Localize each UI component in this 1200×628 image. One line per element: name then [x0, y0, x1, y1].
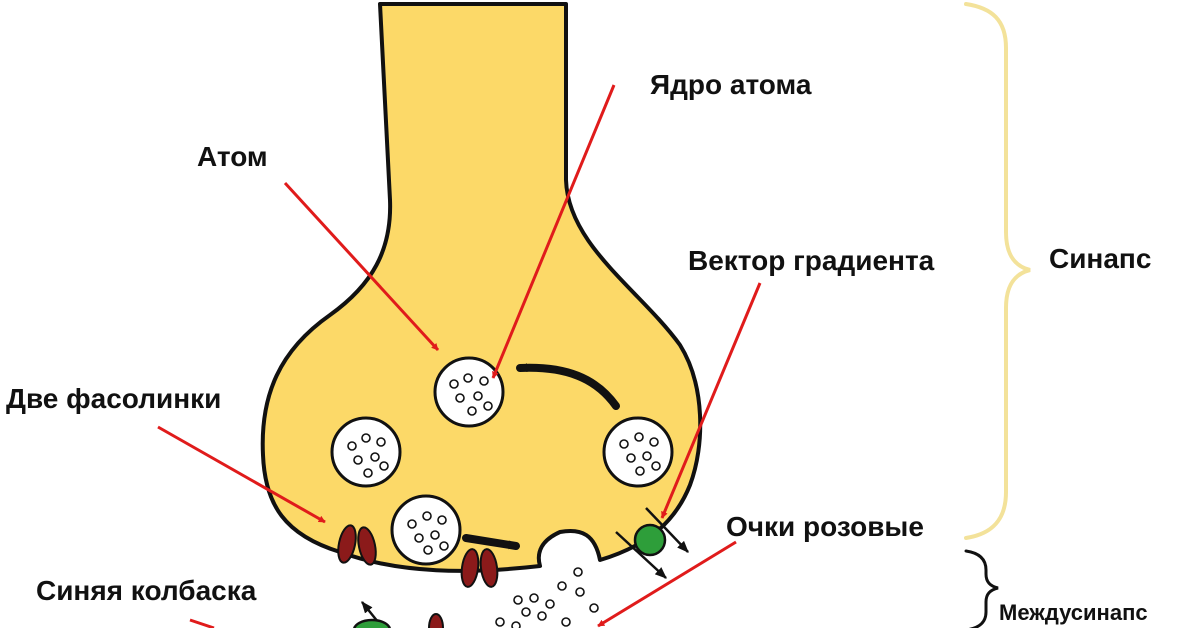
- bean-pair-left: [337, 524, 377, 566]
- bean-pair-right: [460, 548, 499, 588]
- label-blue-sausage: Синяя колбаска: [36, 575, 257, 606]
- postsynaptic-receptor: [353, 601, 391, 628]
- label-gradient-vector: Вектор градиента: [688, 245, 935, 276]
- label-nucleus: Ядро атома: [650, 69, 812, 100]
- intersynapse-brace: [964, 549, 999, 628]
- bean-pair-bottom: [428, 613, 444, 628]
- pink-glasses-pointer-arrow: [597, 540, 737, 628]
- label-pink-glasses: Очки розовые: [726, 511, 924, 542]
- blue-sausage-pointer-arrow: [189, 618, 215, 628]
- release-arrow: [462, 534, 520, 550]
- released-neurotransmitters: [495, 567, 599, 628]
- vesicle: [602, 416, 674, 488]
- nucleus-pointer-arrow: [491, 84, 616, 379]
- vesicle: [390, 494, 462, 566]
- vesicle: [330, 416, 402, 488]
- transporter-receptor: [615, 507, 689, 579]
- label-atom: Атом: [197, 141, 268, 172]
- atom-pointer-arrow: [283, 181, 440, 352]
- synapse-brace: [964, 2, 1031, 540]
- label-two-beans: Две фасолинки: [6, 383, 221, 414]
- vesicle: [433, 356, 505, 428]
- label-intersynapse: Междусинапс: [999, 600, 1148, 625]
- gradient-vector-pointer-arrow: [660, 282, 762, 519]
- vesicle-movement-arrow: [516, 363, 620, 410]
- two-beans-pointer-arrow: [157, 425, 326, 524]
- label-synapse: Синапс: [1049, 243, 1151, 274]
